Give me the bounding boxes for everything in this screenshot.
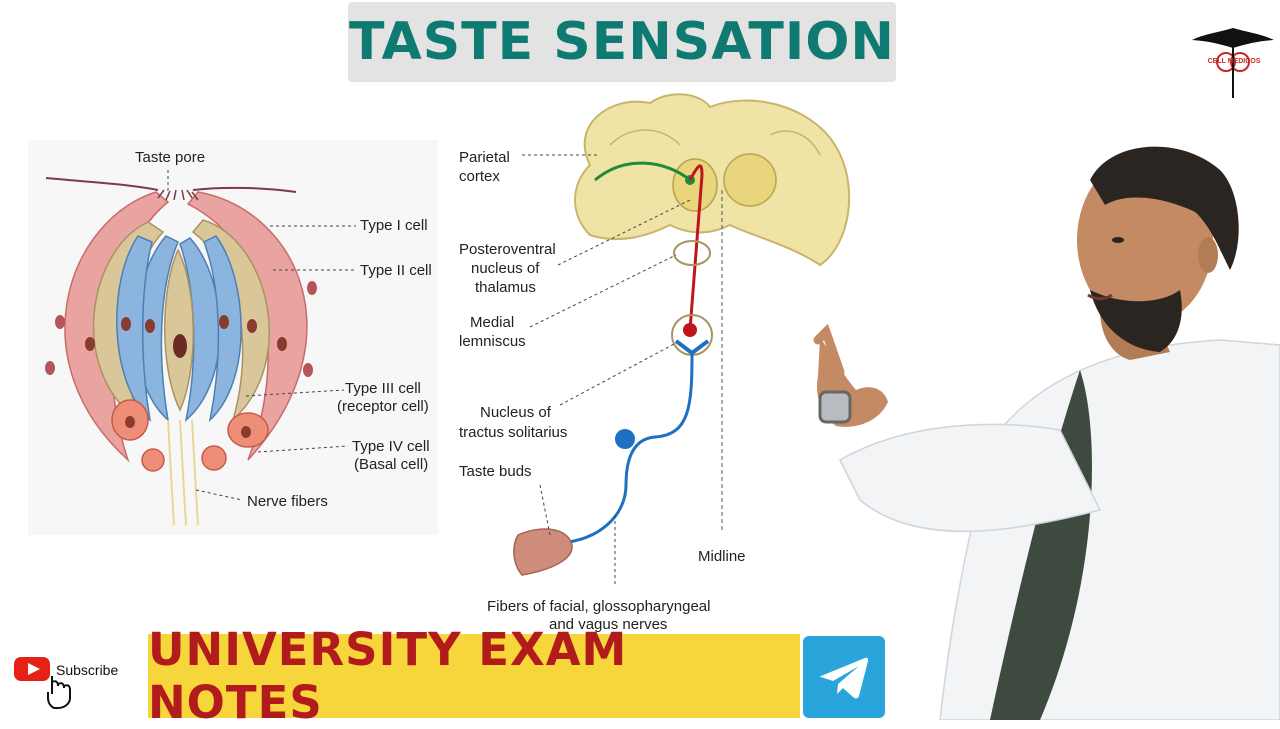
epithelium-line-right: [192, 186, 297, 193]
title-box: TASTE SENSATION: [348, 2, 896, 82]
label-type3-cell: Type III cell: [345, 380, 421, 397]
label-type2-cell: Type II cell: [360, 262, 432, 279]
label-thalamus: thalamus: [475, 279, 536, 296]
label-nucleus-of-nts: Nucleus of: [480, 404, 551, 421]
label-type3-receptor: (receptor cell): [337, 398, 429, 415]
label-taste-pore: Taste pore: [135, 149, 206, 166]
label-lemniscus: lemniscus: [459, 333, 526, 350]
telegram-button[interactable]: [803, 636, 885, 718]
pathway-red: [688, 164, 704, 331]
telegram-icon: [819, 657, 869, 699]
epithelium-line-left: [45, 177, 159, 191]
taste-bud-diagram: [28, 140, 438, 535]
type2-cell-center: [164, 248, 194, 412]
pathway-blue: [559, 352, 694, 545]
label-nucleus-of: nucleus of: [471, 260, 540, 277]
caduceus-logo-icon: [1192, 28, 1274, 98]
label-medial: Medial: [470, 314, 515, 331]
label-type1-cell: Type I cell: [360, 217, 428, 234]
pathway-green: [594, 161, 691, 182]
banner-text: UNIVERSITY EXAM NOTES: [148, 623, 628, 729]
label-cortex: cortex: [459, 168, 500, 185]
taste-pathway-diagram: [513, 93, 851, 585]
label-fibers-1: Fibers of facial, glossopharyngeal: [487, 598, 711, 615]
label-parietal: Parietal: [459, 149, 510, 166]
label-taste-buds: Taste buds: [459, 463, 532, 480]
label-fibers-2: and vagus nerves: [549, 616, 668, 633]
presenter-figure: [813, 146, 1280, 720]
tongue-taste-bud: [513, 528, 573, 576]
label-type4-basal: (Basal cell): [354, 456, 429, 473]
label-type4-cell: Type IV cell: [352, 438, 430, 455]
youtube-icon[interactable]: [14, 655, 52, 683]
logo-text: CELL MEDICOS: [1207, 58, 1261, 65]
subscribe-label[interactable]: Subscribe: [56, 662, 119, 678]
label-nerve-fibers: Nerve fibers: [247, 493, 328, 510]
label-midline: Midline: [698, 548, 746, 565]
hand-pointer-icon: [47, 676, 71, 709]
page-title: TASTE SENSATION: [349, 12, 895, 72]
label-posteroventral: Posteroventral: [459, 241, 556, 258]
label-tractus-solitarius: tractus solitarius: [459, 424, 568, 441]
type3-cell-3: [116, 235, 153, 423]
banner: UNIVERSITY EXAM NOTES: [148, 623, 800, 729]
